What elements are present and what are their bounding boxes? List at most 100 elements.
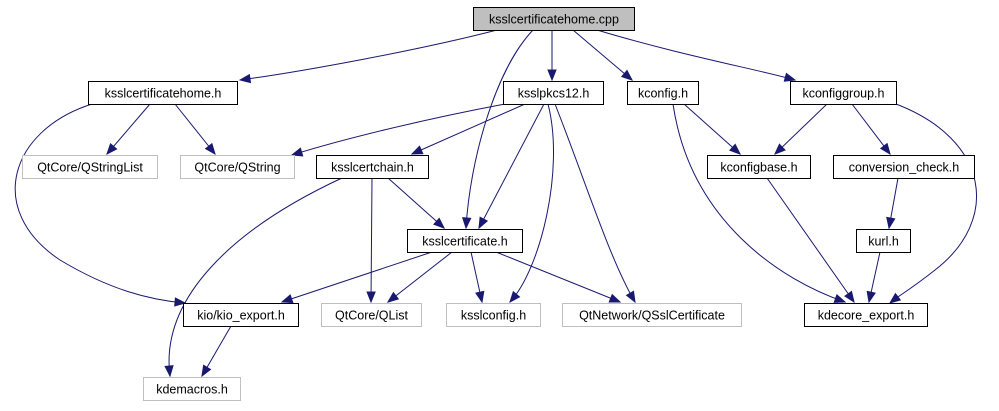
edge-line [291,103,506,156]
node-kioexport[interactable]: kio/kio_export.h [183,303,299,327]
arrowhead-icon [174,297,187,307]
edge-kcgroup-to-kcbase [774,103,828,155]
edge-kcgroup-to-convcheck [851,103,891,156]
edge-line [174,103,216,155]
arrowhead-icon [386,291,400,303]
edge-pkcs12-to-sslconfig [509,103,554,304]
node-box [627,81,699,105]
edge-line [281,251,433,303]
edge-home_h-to-qstrlist [106,103,151,156]
node-box [143,377,241,401]
node-home_h[interactable]: ksslcertificatehome.h [88,81,238,105]
node-pkcs12[interactable]: ksslpkcs12.h [503,81,604,105]
node-label: kconfigbase.h [720,161,797,175]
arrowhead-icon [729,143,742,155]
node-kcbase[interactable]: kconfigbase.h [707,155,811,179]
edge-line [387,251,453,303]
node-label: ksslcertificate.h [422,235,507,249]
edge-line [672,103,846,303]
node-convcheck[interactable]: conversion_check.h [833,155,975,179]
node-box [183,303,299,327]
edge-kcgroup-to-kdecore [888,103,978,304]
arrowhead-icon [833,294,847,303]
edge-line [168,177,343,377]
edge-kurl-to-kdecore [866,251,881,304]
edge-root-to-cert [461,29,534,230]
edge-line [239,29,498,81]
node-box [321,303,422,327]
arrowhead-icon [204,142,216,156]
node-label: QtNetwork/QSslCertificate [579,309,725,323]
edge-line [889,103,978,304]
node-kurl[interactable]: kurl.h [856,229,911,253]
arrowhead-icon [625,290,636,304]
node-box [503,81,604,105]
node-sslconfig: ksslconfig.h [446,303,541,327]
edge-kioexport-to-kdemacros [201,325,232,378]
node-box [316,155,429,179]
arrowhead-icon [509,290,521,304]
arrowhead-icon [844,290,855,304]
arrowhead-icon [879,142,891,156]
node-label: ksslconfig.h [461,309,526,323]
node-box [833,155,975,179]
node-certchain[interactable]: ksslcertchain.h [316,155,429,179]
node-kdecore[interactable]: kdecore_export.h [804,303,928,327]
node-box [856,229,911,253]
arrowhead-icon [608,293,622,303]
node-label: kio/kio_export.h [197,309,285,323]
edge-line [596,29,796,81]
edge-kconfig-to-kdecore [672,103,847,303]
arrowhead-icon [475,290,485,304]
node-label: kdemacros.h [156,383,228,397]
edge-pkcs12-to-qsslcert [554,103,636,304]
edge-line [14,103,186,304]
node-qstrlist: QtCore/QStringList [22,155,158,179]
edge-line [683,103,741,155]
node-kcgroup[interactable]: kconfiggroup.h [790,81,897,105]
node-label: ksslpkcs12.h [518,87,590,101]
edge-cert-to-sslconfig [470,251,485,304]
edge-home_h-to-qstring [174,103,216,156]
node-label: QtCore/QString [194,161,280,175]
node-label: conversion_check.h [849,161,960,175]
edge-line [411,103,526,155]
edge-pkcs12-to-qstring [290,103,506,157]
edge-line [554,103,636,303]
node-label: ksslcertchain.h [331,161,414,175]
node-label: kconfig.h [638,87,688,101]
node-label: kconfiggroup.h [802,87,884,101]
node-label: ksslcertificatehome.cpp [489,13,619,27]
edge-root-to-pkcs12 [547,30,557,82]
edge-pkcs12-to-cert [478,103,545,230]
node-kdemacros: kdemacros.h [143,377,241,401]
node-root[interactable]: ksslcertificatehome.cpp [473,7,635,31]
nodes-layer: ksslcertificatehome.cpp ksslcertificateho… [22,7,975,401]
node-label: kdecore_export.h [818,309,915,323]
edge-certchain-to-qlist [366,177,376,304]
edge-line [509,103,554,303]
edge-home_h-to-kioexport [14,103,187,307]
arrowhead-icon [366,291,376,304]
arrowhead-icon [547,69,557,82]
edge-certchain-to-cert [387,177,446,229]
arrowhead-icon [280,294,294,304]
node-box [446,303,541,327]
arrowhead-icon [106,142,118,156]
arrowhead-icon [433,217,446,229]
arrowhead-icon [888,292,902,304]
arrowhead-icon [783,72,797,82]
node-box [180,155,295,179]
node-kconfig[interactable]: kconfig.h [627,81,699,105]
arrowhead-icon [478,216,489,230]
node-cert[interactable]: ksslcertificate.h [407,229,523,253]
node-box [407,229,523,253]
arrowhead-icon [620,69,634,81]
edge-line [465,29,534,229]
node-box [22,155,158,179]
node-box [707,155,811,179]
arrowhead-icon [201,364,212,378]
edge-pkcs12-to-certchain [410,103,526,155]
edge-line [387,177,445,229]
